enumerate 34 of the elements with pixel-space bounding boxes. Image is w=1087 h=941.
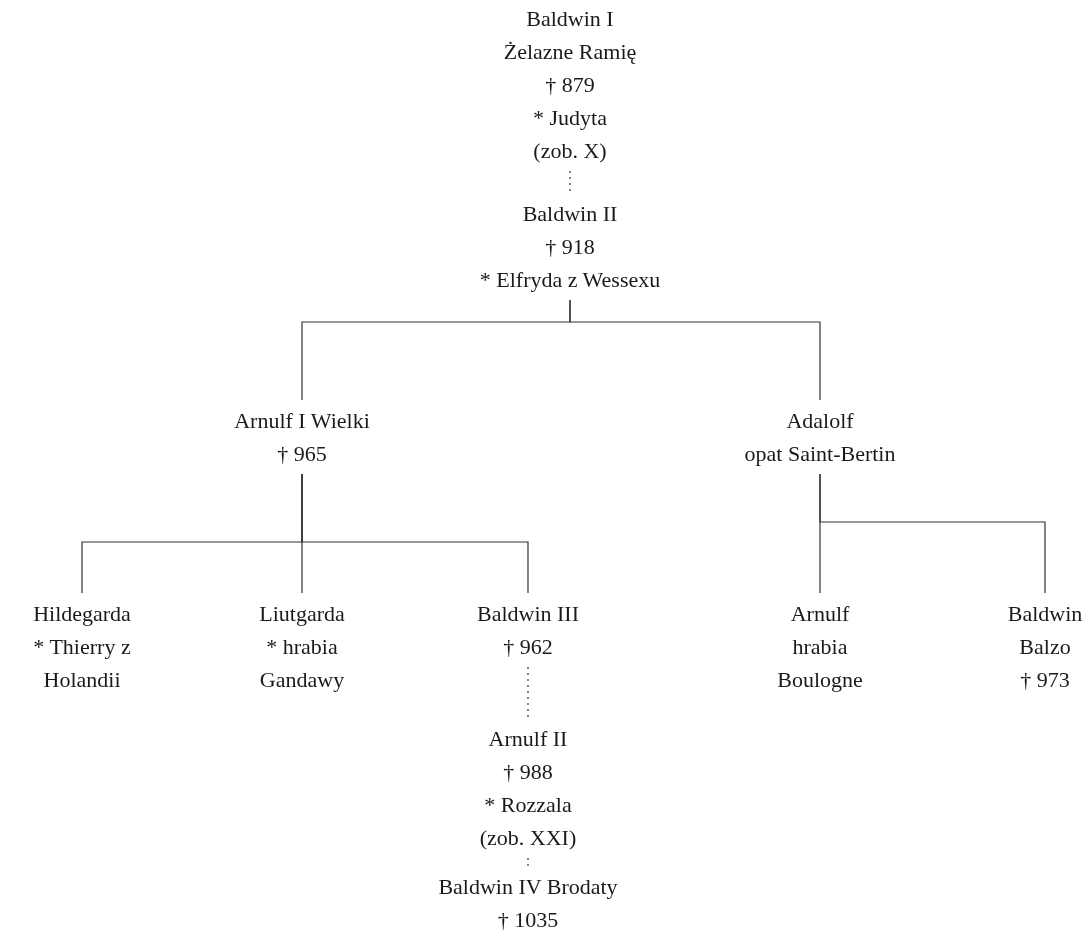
- person-detail: Żelazne Ramię: [502, 38, 638, 66]
- person-detail: (zob. XXI): [478, 824, 578, 852]
- person-detail: † 962: [502, 633, 554, 661]
- person-name: Baldwin II: [521, 200, 619, 228]
- person-detail: † 918: [544, 233, 596, 261]
- person-name: Arnulf II: [487, 725, 569, 753]
- descent-line: [301, 473, 529, 594]
- person-name: Arnulf: [789, 600, 851, 628]
- person-name: Baldwin IV Brodaty: [437, 873, 619, 901]
- person-detail: † 973: [1019, 666, 1071, 694]
- person-detail: † 988: [502, 758, 554, 786]
- dotted-descent-line: [527, 666, 529, 719]
- person-detail: opat Saint-Bertin: [743, 440, 897, 468]
- person-detail: † 965: [276, 440, 328, 468]
- dotted-descent-line: [569, 170, 571, 194]
- person-detail: hrabia Boulogne: [776, 633, 864, 694]
- person-detail: * Thierry z Holandii: [32, 633, 132, 694]
- person-name: Liutgarda: [258, 600, 346, 628]
- person-name: Arnulf I Wielki: [233, 407, 371, 435]
- person-name: Baldwin III: [476, 600, 580, 628]
- person-name: Baldwin I: [525, 5, 615, 33]
- person-name: Hildegarda: [32, 600, 132, 628]
- descent-line: [819, 473, 1046, 594]
- person-detail: * Rozzala: [483, 791, 573, 819]
- person-detail: † 879: [544, 71, 596, 99]
- person-detail: * Elfryda z Wessexu: [478, 266, 662, 294]
- person-detail: (zob. X): [532, 137, 608, 165]
- person-detail: * hrabia Gandawy: [258, 633, 346, 694]
- person-name: Baldwin Balzo: [1006, 600, 1084, 661]
- person-detail: † 1035: [496, 906, 560, 934]
- person-detail: * Judyta: [532, 104, 608, 132]
- dotted-descent-line: [527, 857, 529, 867]
- descent-line: [569, 299, 821, 401]
- person-name: Adalolf: [785, 407, 855, 435]
